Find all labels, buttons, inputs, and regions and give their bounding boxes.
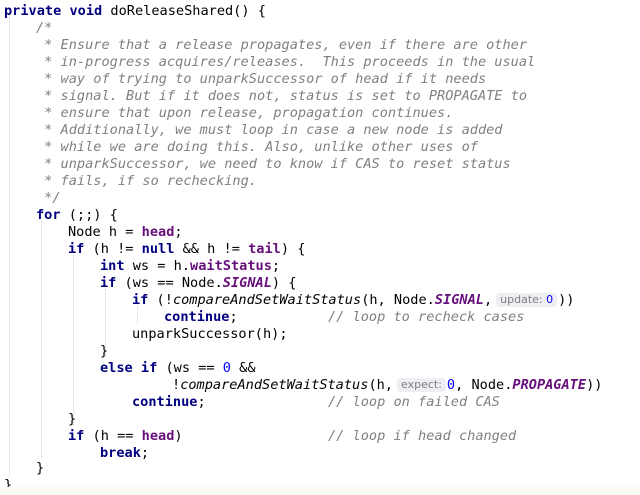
code-line[interactable]: continue; (164, 309, 238, 326)
keyword: for (36, 207, 61, 223)
code-text: (h == (84, 428, 142, 444)
comment-line[interactable]: * Ensure that a release propagates, even… (36, 37, 528, 53)
number-literal: 0 (446, 377, 456, 393)
indent-guide (105, 289, 106, 357)
code-text: , (483, 292, 493, 308)
keyword: else if (100, 360, 158, 376)
comment-line[interactable]: * in-progress acquires/releases. This pr… (36, 54, 536, 70)
code-line[interactable]: if (ws == Node.SIGNAL) { (100, 275, 296, 292)
code-text: (h, Node. (361, 292, 435, 308)
static-method-call: compareAndSetWaitStatus (180, 377, 369, 393)
keyword: if (68, 428, 85, 444)
code-line[interactable]: if (!compareAndSetWaitStatus(h, Node.SIG… (132, 292, 575, 309)
keyword: private (4, 3, 62, 19)
code-line[interactable]: !compareAndSetWaitStatus(h, expect: 0, Nod… (172, 377, 602, 394)
code-text: ) { (271, 275, 297, 291)
constant-ref: PROPAGATE (512, 377, 587, 393)
code-line[interactable]: unparkSuccessor(h); (132, 326, 288, 342)
code-text: (;;) { (60, 207, 118, 223)
code-text: ) { (280, 241, 306, 257)
parameter-hint: update: 0 (496, 293, 558, 307)
code-text: ; (271, 258, 281, 274)
code-text: (h != (84, 241, 142, 257)
code-text: ; (140, 445, 150, 461)
indent-guide (9, 17, 10, 477)
hint-value: 0 (546, 293, 554, 306)
comment-line[interactable]: /* (36, 20, 53, 36)
field-ref: head (141, 224, 175, 240)
code-text: ; (174, 224, 183, 240)
method-signature: doReleaseShared() { (110, 3, 266, 19)
constant-ref: SIGNAL (434, 292, 484, 308)
field-ref: tail (248, 241, 281, 257)
trailing-comment: // loop on failed CAS (328, 394, 500, 410)
code-text: )) (586, 377, 603, 393)
comment-line[interactable]: * fails, if so rechecking. (36, 173, 257, 189)
code-text: ws = h. (124, 258, 191, 274)
field-ref: head (141, 428, 175, 444)
code-line[interactable]: if (h != null && h != tail) { (68, 241, 305, 258)
static-method-call: compareAndSetWaitStatus (172, 292, 362, 308)
code-line[interactable]: } (36, 460, 45, 476)
code-text: )) (558, 292, 575, 308)
code-text: ; (197, 394, 206, 410)
code-text: ! (172, 377, 181, 393)
keyword: continue (164, 309, 230, 325)
trailing-comment: // loop to recheck cases (328, 309, 525, 325)
code-text: (ws == (157, 360, 223, 376)
code-line[interactable]: for (;;) { (36, 207, 118, 224)
code-text: ) (174, 428, 183, 444)
comment-line[interactable]: * ensure that upon release, propagation … (36, 105, 454, 121)
keyword: null (141, 241, 175, 257)
code-line[interactable]: private void doReleaseShared() { (4, 3, 266, 20)
code-line[interactable]: } (100, 343, 109, 359)
comment-line[interactable]: * signal. But if it does not, status is … (36, 88, 528, 104)
comment-line[interactable]: * way of trying to unparkSuccessor of he… (36, 71, 487, 87)
keyword: int (100, 258, 125, 274)
editor-bottom-strip (0, 487, 640, 495)
comment-line[interactable]: * unparkSuccessor, we need to know if CA… (36, 156, 511, 172)
code-text: && h != (174, 241, 249, 257)
code-line[interactable]: } (4, 477, 13, 493)
code-text: && (230, 360, 256, 376)
code-text: (h, (368, 377, 393, 393)
code-line[interactable]: if (h == head) (68, 428, 183, 445)
code-line[interactable]: continue; (132, 394, 206, 411)
field-ref: waitStatus (190, 258, 272, 274)
keyword: break (100, 445, 141, 461)
code-line[interactable]: else if (ws == 0 && (100, 360, 256, 377)
comment-line[interactable]: * while we are doing this. Also, unlike … (36, 139, 478, 155)
code-text: Node h = (68, 224, 142, 240)
keyword: if (132, 292, 149, 308)
trailing-comment: // loop if head changed (328, 428, 517, 444)
indent-guide (41, 221, 42, 459)
parameter-hint: expect: (397, 378, 446, 392)
indent-guide (73, 255, 74, 425)
comment-line[interactable]: * Additionally, we must loop in case a n… (36, 122, 503, 138)
hint-label: update: (500, 293, 543, 306)
keyword: void (69, 3, 103, 19)
hint-label: expect: (401, 378, 442, 391)
constant-ref: SIGNAL (222, 275, 272, 291)
comment-line[interactable]: */ (36, 190, 61, 206)
number-literal: 0 (222, 360, 231, 376)
code-text: (ws == Node. (116, 275, 223, 291)
code-line[interactable]: break; (100, 445, 149, 462)
code-text: (! (148, 292, 173, 308)
code-line[interactable]: Node h = head; (68, 224, 183, 241)
code-text: , Node. (455, 377, 513, 393)
keyword: if (68, 241, 85, 257)
code-line[interactable]: int ws = h.waitStatus; (100, 258, 280, 275)
code-text: ; (229, 309, 238, 325)
code-line[interactable]: } (68, 411, 77, 427)
keyword: if (100, 275, 117, 291)
indent-guide (137, 306, 138, 323)
keyword: continue (132, 394, 198, 410)
